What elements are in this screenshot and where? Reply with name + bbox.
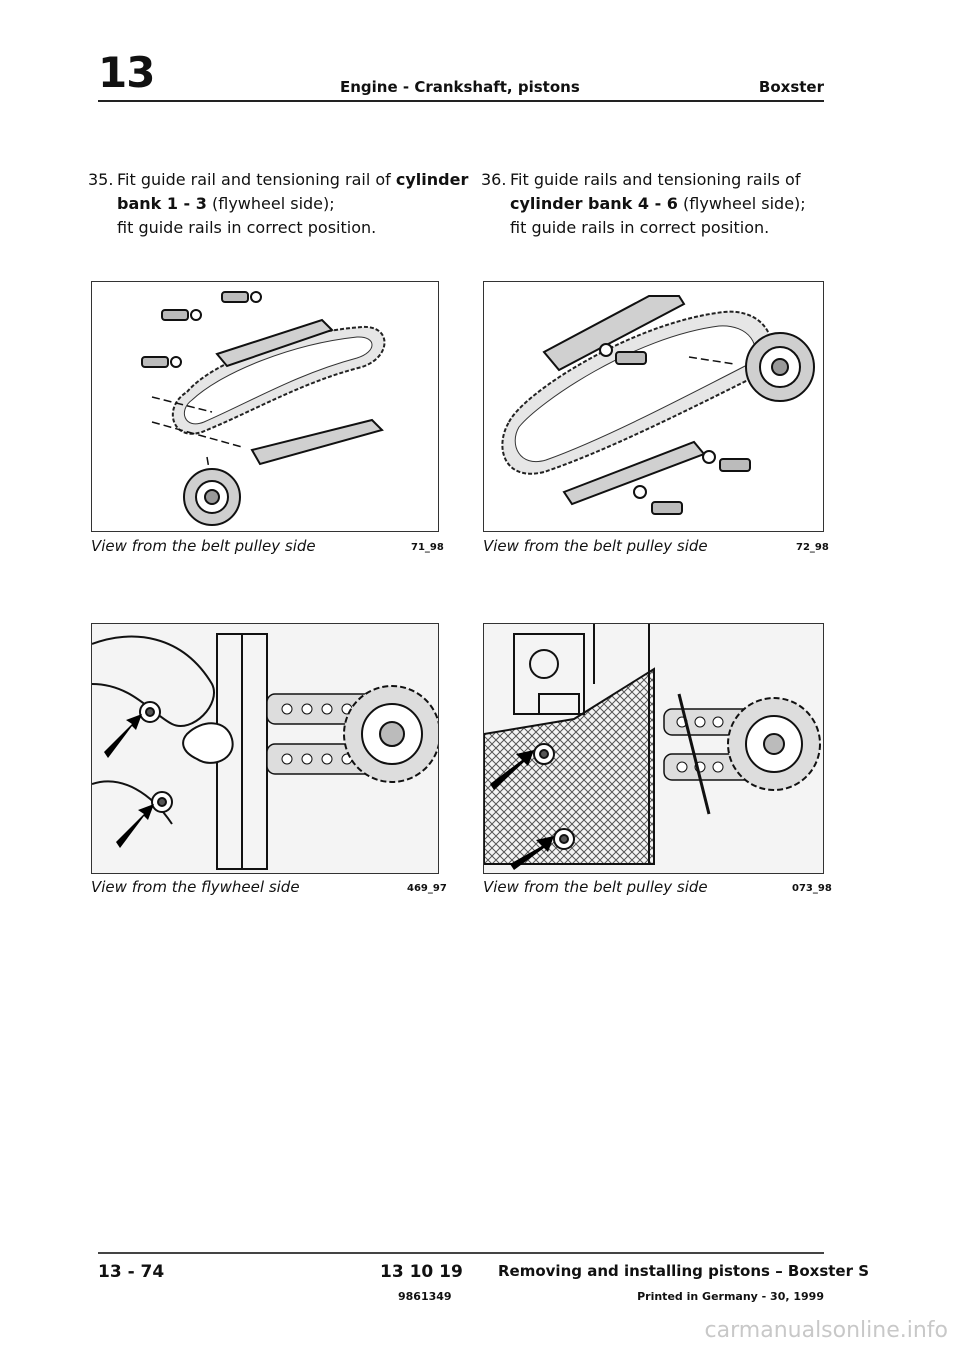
figure-caption: View from the belt pulley side (483, 537, 708, 555)
figure-code: 72_98 (796, 542, 829, 553)
step-number: 36. (481, 170, 507, 189)
arrow-icon (104, 714, 154, 848)
chain-drive-illustration (141, 291, 386, 526)
footer-rule (98, 1252, 824, 1254)
figure-code: 469_97 (407, 883, 447, 894)
section-title: Removing and installing pistons – Boxste… (498, 1262, 870, 1280)
arrow-icon (490, 750, 554, 870)
step-bold-text: bank 1 - 3 (117, 194, 207, 213)
step-line: bank 1 - 3 (flywheel side); (88, 192, 468, 216)
header-rule (98, 100, 824, 102)
figure-caption: View from the flywheel side (91, 878, 300, 896)
step-line: Fit guide rail and tensioning rail of cy… (88, 168, 468, 192)
watermark: carmanualsonline.info (704, 1318, 948, 1343)
step-number: 35. (88, 170, 114, 189)
figure-guide-rails-bank-4-6 (483, 281, 824, 532)
step-text: (flywheel side); (677, 194, 806, 213)
print-info: Printed in Germany - 30, 1999 (637, 1290, 824, 1303)
part-number: 9861349 (398, 1290, 452, 1303)
step-line: cylinder bank 4 - 6 (flywheel side); (481, 192, 806, 216)
page-number: 13 - 74 (98, 1262, 165, 1282)
step-bold-text: cylinder bank 4 - 6 (510, 194, 678, 213)
engine-housing-illustration (484, 624, 823, 873)
chain-drive-illustration (501, 295, 815, 515)
step-line: fit guide rails in correct position. (510, 218, 770, 237)
figure-caption: View from the belt pulley side (483, 878, 708, 896)
figure-guide-rails-bank-1-3 (91, 281, 439, 532)
step-text: Fit guide rail and tensioning rail of (117, 170, 396, 189)
step-bold-text: cylinder (395, 170, 469, 189)
step-line: fit guide rails in correct position. (117, 218, 377, 237)
section-code: 13 10 19 (380, 1262, 463, 1282)
step-text: (flywheel side); (206, 194, 335, 213)
step-line: Fit guide rails and tensioning rails of (510, 170, 801, 189)
figure-flywheel-side (91, 623, 439, 874)
step-36: 36. Fit guide rails and tensioning rails… (481, 168, 806, 240)
figure-code: 073_98 (792, 883, 832, 894)
chapter-number: 13 (98, 48, 155, 97)
model-name: Boxster (758, 78, 824, 96)
step-35: 35. Fit guide rail and tensioning rail o… (88, 168, 468, 240)
figure-belt-pulley-side (483, 623, 824, 874)
page-title: Engine - Crankshaft, pistons (340, 78, 580, 96)
figure-code: 71_98 (411, 542, 444, 553)
engine-housing-illustration (92, 624, 438, 873)
figure-caption: View from the belt pulley side (91, 537, 316, 555)
